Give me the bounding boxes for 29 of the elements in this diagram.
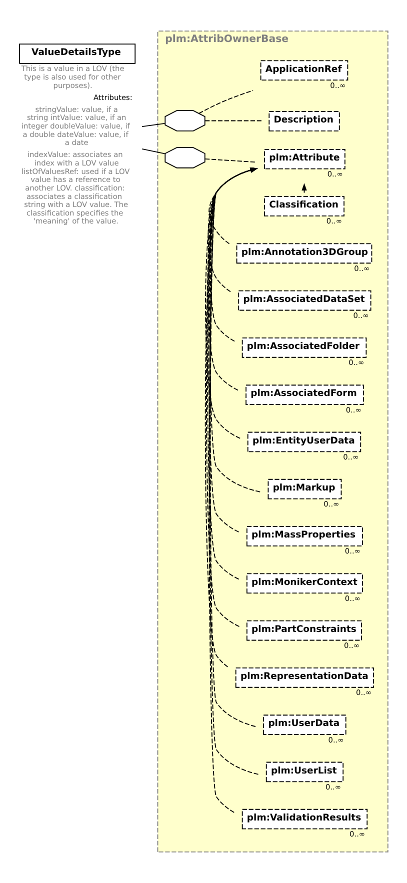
node-label: stringValue: value, if a string intValue: value, if an integer doubleValue: value, if a double dateValue: value, if a date [21, 104, 130, 148]
node-label: 0..∞ [356, 688, 372, 698]
node-label: indexValue: associates an index with a LOV value listOfValuesRef: used if a LOV value has a reference to another LOV. classification: associates a classification string with a LOV value. The classification specifies the 'meaning' of the value. [21, 150, 130, 226]
node-label: 0..∞ [353, 311, 369, 320]
node-label: 0..∞ [344, 546, 360, 556]
node-label: 0..∞ [354, 264, 370, 273]
connector [142, 122, 166, 128]
node-label: 0..∞ [346, 405, 362, 414]
node-label: 0..∞ [330, 80, 346, 90]
connector [204, 158, 258, 163]
connector [142, 148, 166, 154]
node-label: 0..∞ [348, 358, 364, 368]
node-octagon [164, 147, 206, 168]
node-label: 0..∞ [324, 500, 340, 509]
node-label: 0..∞ [344, 641, 360, 650]
arrow [302, 183, 307, 194]
node-octagon [164, 110, 206, 132]
connector [204, 120, 262, 122]
node-label: This is a value in a LOV (the type is also used for other purposes). [21, 64, 124, 90]
node-label: 0..∞ [343, 452, 359, 462]
node-label: 0..∞ [328, 735, 344, 744]
node-label: 0..∞ [344, 594, 360, 603]
node-label: Attributes: [94, 92, 132, 102]
connector [198, 90, 254, 114]
arrow [209, 168, 261, 492]
node-label: 0..∞ [327, 170, 343, 179]
node-label: 0..∞ [326, 782, 342, 792]
node-label: 0..∞ [326, 216, 342, 226]
node-label: 0..∞ [350, 830, 366, 839]
